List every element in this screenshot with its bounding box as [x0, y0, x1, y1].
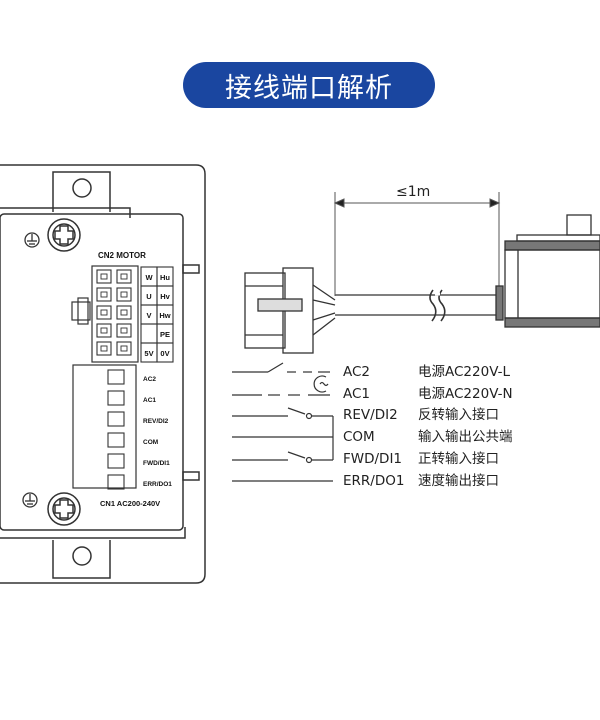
cn1-pin-label: ERR/DO1 — [143, 481, 172, 488]
title-banner: 接线端口解析 — [183, 62, 435, 108]
terminal-name: REV/DI2 — [343, 407, 398, 423]
wiring-lines — [232, 362, 334, 482]
motor-cable — [335, 289, 497, 322]
cn1-terminal-slot — [107, 390, 125, 406]
cn1-pin-label: AC1 — [143, 397, 156, 404]
motor-body — [495, 214, 600, 328]
ac-source-icon — [313, 375, 327, 393]
cn2-table-cell — [156, 342, 174, 363]
terminal-name: ERR/DO1 — [343, 473, 404, 489]
cn2-socket — [116, 341, 132, 356]
cn1-terminal-slot — [107, 411, 125, 427]
ground-icon-bottom — [22, 492, 38, 508]
cn2-connector — [71, 265, 139, 363]
terminal-description: 反转输入接口 — [418, 406, 499, 423]
cn2-socket — [96, 323, 112, 338]
length-dimension — [333, 192, 501, 296]
cn1-pin-label: REV/DI2 — [143, 418, 169, 425]
cn2-table-cell — [140, 323, 158, 344]
cn2-pin-label: V — [146, 311, 151, 320]
cn2-pin-label: 5V — [144, 349, 153, 358]
terminal-description: 电源AC220V-N — [418, 386, 513, 402]
cn2-pin-label: U — [146, 292, 151, 301]
cn2-pin-label: Hv — [160, 292, 170, 301]
bottom-screw-icon — [47, 492, 81, 526]
cn2-socket — [116, 305, 132, 320]
terminal-description: 电源AC220V-L — [418, 364, 511, 380]
cn2-socket — [96, 287, 112, 302]
bottom-mount-hole — [72, 546, 92, 566]
cn2-socket — [116, 323, 132, 338]
cable-length-label: ≤1m — [396, 184, 430, 200]
cn2-socket — [96, 341, 112, 356]
cn2-pin-label: 0V — [160, 349, 169, 358]
terminal-description: 输入输出公共端 — [418, 429, 513, 445]
cn2-socket — [96, 269, 112, 284]
top-mount-tab — [52, 171, 111, 212]
cn2-pin-label: PE — [160, 330, 170, 339]
cn2-socket — [116, 269, 132, 284]
cn1-terminal-block — [72, 364, 137, 489]
cn2-pin-label: W — [145, 273, 153, 282]
title-text: 接线端口解析 — [225, 72, 393, 104]
cn2-pin-grid — [96, 269, 132, 356]
cn2-socket — [116, 287, 132, 302]
cn1-label: CN1 AC200-240V — [100, 499, 160, 508]
cn1-pin-label: AC2 — [143, 376, 156, 383]
terminal-label-list: AC2 电源AC220V-L AC1 电源AC220V-N REV/DI2 反转输入接口 C… — [343, 364, 513, 489]
cn2-label: CN2 MOTOR — [98, 251, 146, 260]
cn1-terminal-slot — [107, 432, 125, 448]
cn1-terminal-slot — [107, 474, 125, 490]
cn1-pin-label: FWD/DI1 — [143, 460, 170, 467]
motor-connector-plug — [244, 267, 336, 354]
terminal-name: AC2 — [343, 364, 370, 380]
terminal-name: FWD/DI1 — [343, 451, 402, 467]
terminal-name: COM — [343, 429, 375, 445]
top-mount-hole — [72, 178, 92, 198]
terminal-name: AC1 — [343, 386, 370, 402]
controller-unit — [0, 164, 206, 584]
bottom-mount-tab — [52, 540, 111, 579]
terminal-description: 正转输入接口 — [418, 450, 499, 467]
cn1-terminal-slot — [107, 369, 125, 385]
cn1-pin-label: COM — [143, 439, 158, 446]
ground-icon-top — [24, 232, 40, 248]
cn2-pin-label: Hu — [160, 273, 170, 282]
terminal-description: 速度输出接口 — [418, 472, 499, 489]
cn2-socket — [96, 305, 112, 320]
top-screw-icon — [47, 218, 81, 252]
cn1-terminal-slot — [107, 453, 125, 469]
cn2-pin-label: Hw — [159, 311, 170, 320]
